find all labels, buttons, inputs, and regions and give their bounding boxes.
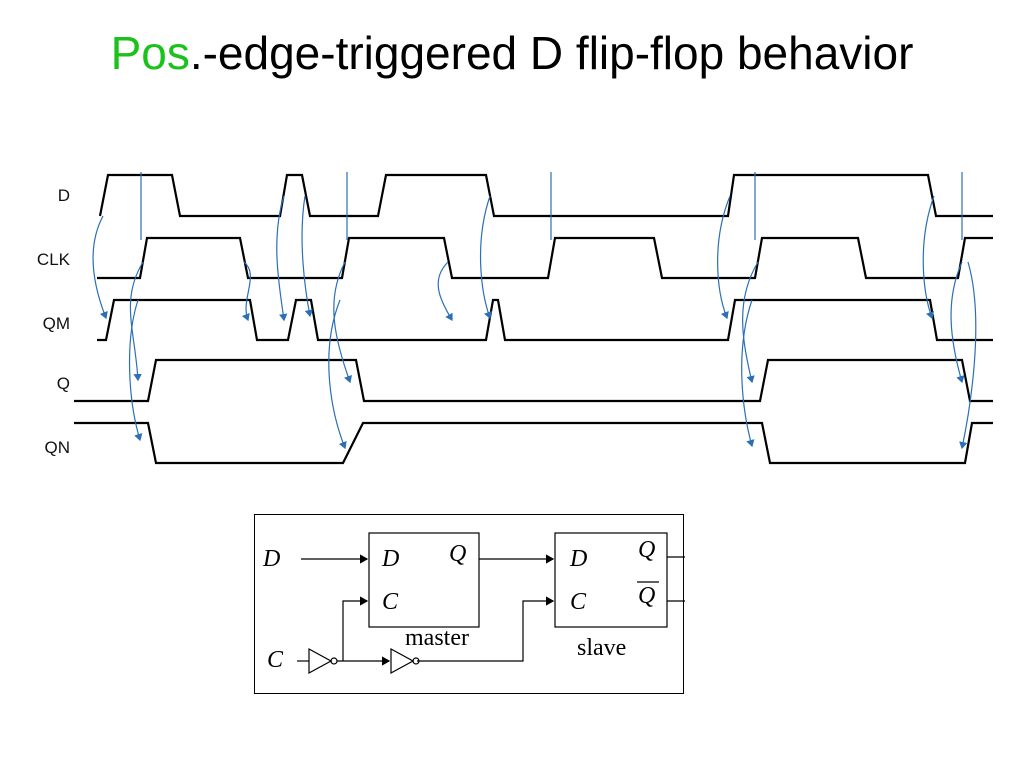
inverter-bubble-icon [412, 657, 420, 665]
slave-d-pin: D [570, 546, 588, 572]
causal-arrow [328, 299, 347, 450]
inverter-bubble-icon [330, 657, 338, 665]
causal-arrow [950, 261, 965, 384]
causal-arrow [959, 261, 977, 450]
causal-arrow [129, 261, 144, 382]
causal-arrow [742, 261, 759, 384]
waveform-clk [97, 236, 993, 280]
slave-c-pin: C [570, 589, 587, 615]
signal-label-qn: QN [44, 438, 71, 457]
slave-q-pin: Q [638, 537, 656, 563]
waveform-d [98, 173, 993, 218]
wire-c-slave [417, 596, 555, 662]
master-slave-circuit: D C D C Q master D C Q Q slave [254, 514, 685, 694]
causal-arrow [717, 195, 731, 320]
signal-label-d: D [57, 186, 70, 205]
timing-diagram [74, 172, 993, 465]
waveform-q [74, 358, 993, 403]
signal-label-clk: CLK [36, 250, 70, 269]
master-q-pin: Q [449, 541, 467, 567]
causal-arrow [276, 195, 288, 322]
slave-qbar-pin: Q [638, 583, 656, 609]
input-c-label: C [267, 647, 284, 673]
inverter-icon [390, 647, 415, 675]
master-c-pin: C [382, 589, 399, 615]
causal-arrow [922, 195, 935, 320]
causal-arrow [741, 299, 755, 448]
waveform-qm [97, 298, 993, 342]
causal-arrow [479, 195, 492, 320]
wire-c-master [342, 596, 369, 661]
causal-arrow [437, 261, 453, 322]
input-d-label: D [263, 546, 281, 572]
title-accent: Pos [110, 27, 190, 79]
causal-arrow [241, 261, 251, 322]
master-latch-box [368, 532, 480, 628]
signal-label-qm: QM [42, 314, 70, 333]
slave-latch-box [554, 532, 668, 628]
page-title: Pos.-edge-triggered D flip-flop behavior [0, 26, 1024, 80]
circuit-wiring [297, 532, 685, 675]
title-rest: .-edge-triggered D flip-flop behavior [189, 27, 914, 79]
waveform-qn [74, 421, 993, 465]
signal-label-q: Q [56, 374, 70, 393]
causal-arrow [128, 299, 143, 442]
master-d-pin: D [382, 546, 400, 572]
causal-arrow [333, 261, 352, 384]
master-caption: master [405, 625, 469, 651]
causal-arrow [92, 215, 108, 320]
slave-caption: slave [577, 635, 627, 661]
causal-arrow [301, 195, 313, 318]
inverter-icon [308, 647, 333, 675]
